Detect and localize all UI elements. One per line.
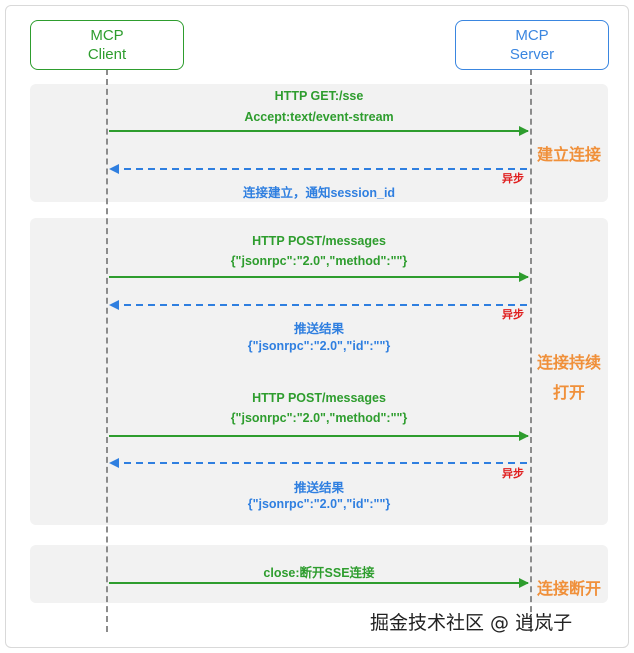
msg-push-1-line2: {"jsonrpc":"2.0","id":""} — [247, 339, 391, 353]
phase-keep-open-line1: 连接持续 — [537, 355, 602, 372]
actor-server-line1: MCP — [515, 27, 549, 44]
async-label-3: 异步 — [502, 468, 524, 480]
band-disconnect — [30, 545, 608, 603]
msg-push-2-line2: {"jsonrpc":"2.0","id":""} — [247, 497, 391, 511]
msg-push-1-line1: 推送结果 — [293, 322, 344, 336]
async-label-2: 异步 — [502, 309, 524, 321]
phase-connect: 建立连接 — [537, 147, 602, 164]
client-lifeline — [106, 69, 108, 632]
msg-post-1-line1: HTTP POST/messages — [252, 234, 386, 248]
msg-session-notify: 连接建立，通知session_id — [242, 186, 396, 200]
actor-client-line2: Client — [87, 46, 127, 63]
msg-sse-get-line1: HTTP GET:/sse — [274, 89, 364, 103]
msg-push-2-line1: 推送结果 — [293, 481, 344, 495]
band-keep-open — [30, 218, 608, 525]
actor-server-line2: Server — [509, 46, 555, 63]
phase-disconnect: 连接断开 — [537, 581, 602, 598]
msg-post-1-line2: {"jsonrpc":"2.0","method":""} — [230, 254, 408, 268]
server-lifeline — [530, 69, 532, 632]
msg-post-2-line1: HTTP POST/messages — [252, 391, 386, 405]
async-label-1: 异步 — [502, 173, 524, 185]
watermark: 掘金技术社区 @ 逍岚子 — [370, 612, 573, 634]
actor-client-line1: MCP — [90, 27, 124, 44]
actor-mcp-client: MCP Client — [30, 20, 184, 70]
actor-mcp-server: MCP Server — [455, 20, 609, 70]
msg-post-2-line2: {"jsonrpc":"2.0","method":""} — [230, 411, 408, 425]
msg-close: close:断开SSE连接 — [263, 566, 375, 580]
phase-keep-open-line2: 打开 — [553, 385, 586, 402]
band-connect — [30, 84, 608, 202]
msg-sse-get-line2: Accept:text/event-stream — [244, 110, 394, 124]
